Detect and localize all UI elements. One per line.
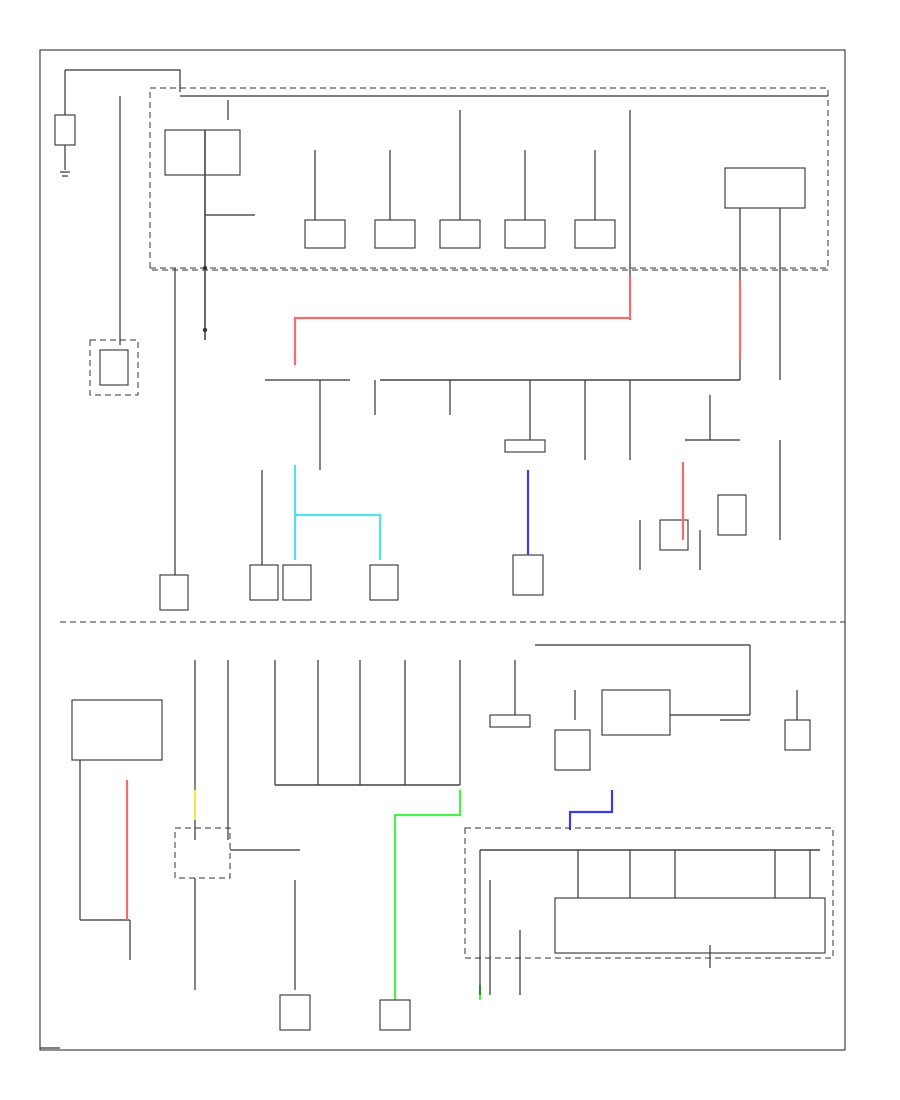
blue-wire-bottom [568, 790, 614, 830]
right-relay [724, 167, 806, 380]
top-fuse-row [227, 100, 631, 320]
red-wire-top [293, 275, 632, 365]
bottom-fuse-columns [194, 660, 531, 840]
green-wire [393, 790, 462, 1000]
diagram-border [39, 49, 846, 1051]
starter [89, 339, 139, 396]
underhood-fuse-box [149, 87, 829, 271]
lower-left-relay [174, 827, 311, 1031]
lower-right-module [464, 827, 834, 995]
main-relay [164, 129, 255, 340]
mid-components [159, 380, 781, 611]
passenger-fuse-box [60, 621, 845, 715]
battery [54, 69, 181, 345]
ignition-switch [71, 699, 163, 960]
bottom-component-green [379, 999, 411, 1031]
mid-right-relay [554, 689, 811, 771]
middle-bus [174, 268, 740, 575]
cyan-wire-branch [295, 513, 382, 560]
